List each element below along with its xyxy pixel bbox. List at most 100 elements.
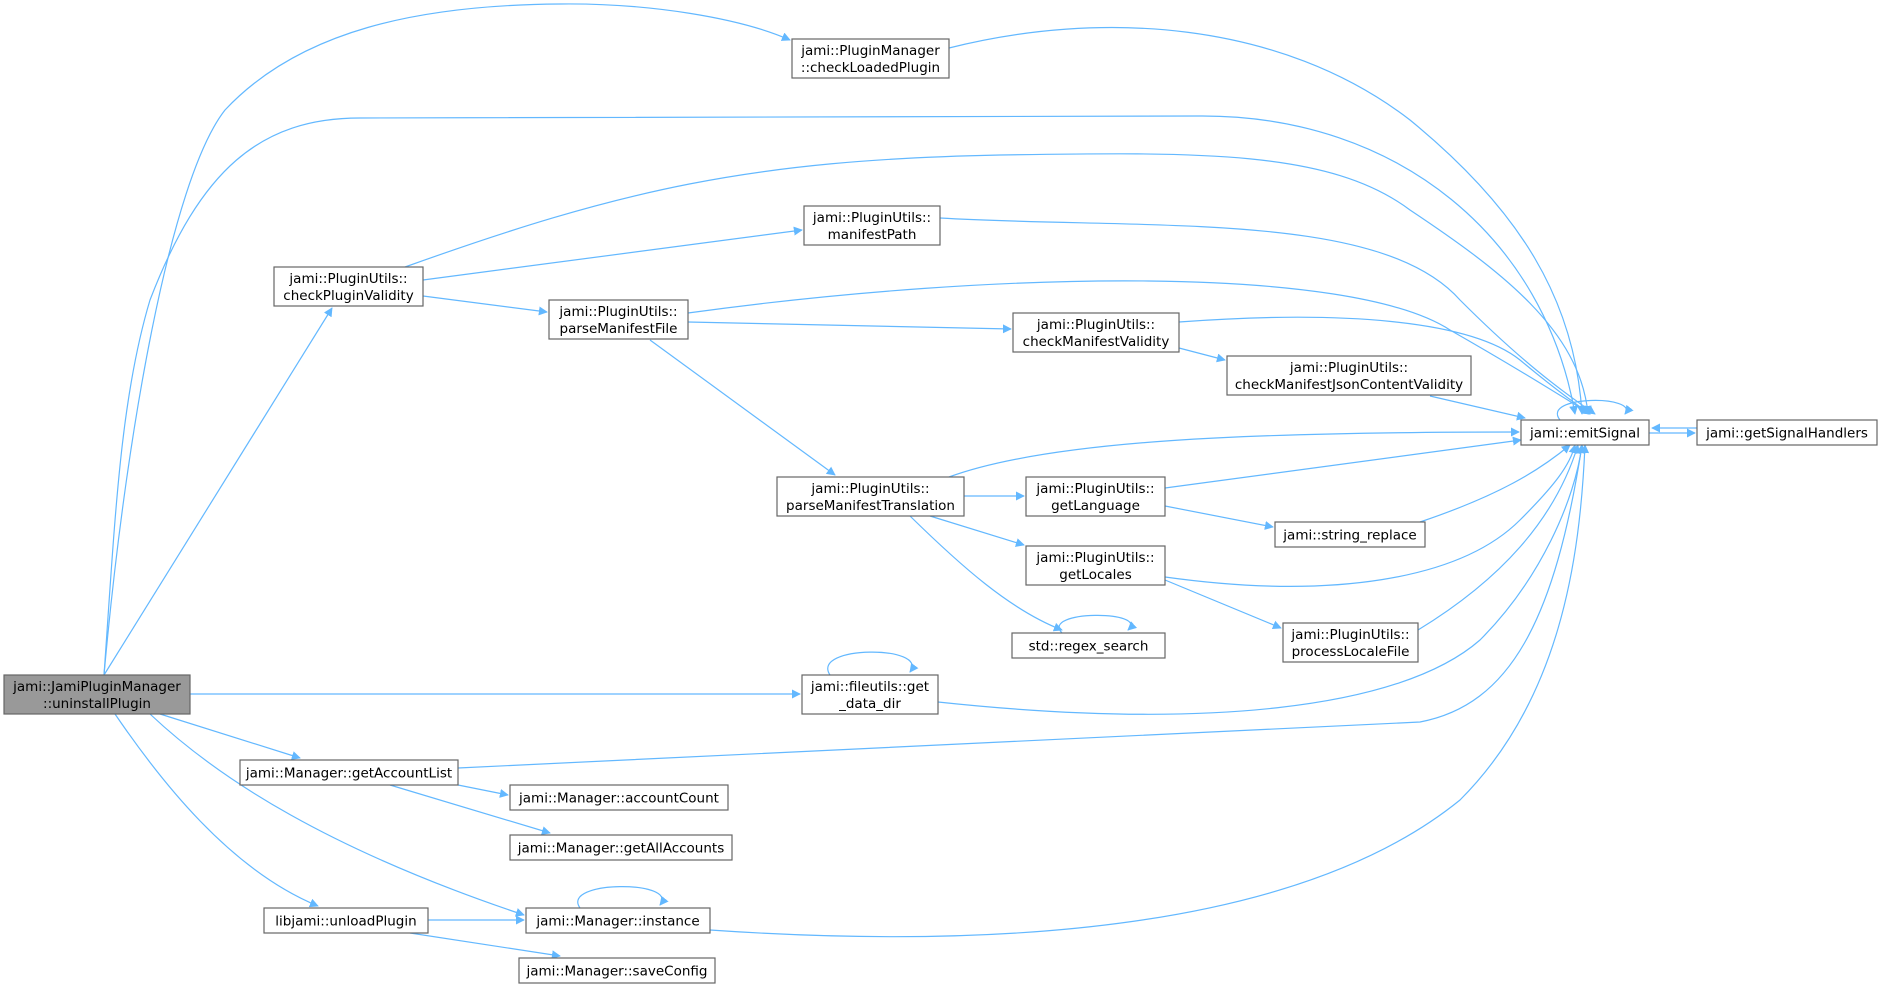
- node-label: parseManifestFile: [560, 321, 678, 337]
- node-label: jami::PluginUtils::: [1290, 627, 1409, 643]
- edge-path: [404, 153, 1592, 415]
- edge-path: [1058, 614, 1138, 634]
- node-emitSignal[interactable]: jami::emitSignal: [1520, 419, 1650, 446]
- edge-uninstallPlugin-to-checkLoadedPlugin: [103, 3, 791, 676]
- edge-checkPluginValidity-to-manifestPath: [422, 226, 803, 281]
- node-label: jami::PluginManager: [800, 43, 940, 59]
- edge-path: [948, 26, 1586, 415]
- node-box: [1011, 632, 1166, 659]
- node-label: jami::Manager::accountCount: [518, 791, 719, 807]
- edge-parseManifestFile-to-parseManifestTranslation: [649, 339, 836, 476]
- edge-path: [1419, 444, 1571, 523]
- edge-path: [159, 713, 301, 760]
- node-getLocales[interactable]: jami::PluginUtils::getLocales: [1025, 545, 1166, 586]
- edges-layer: [103, 3, 1697, 960]
- edge-emitSignal-to-emitSignal: [1556, 399, 1634, 421]
- edge-regex_search-to-regex_search: [1058, 614, 1138, 634]
- edge-path: [827, 651, 919, 676]
- edge-parseManifestTranslation-to-emitSignal: [948, 427, 1520, 478]
- node-box: [263, 907, 429, 934]
- edge-instance-to-instance: [577, 886, 669, 909]
- node-parseManifestFile[interactable]: jami::PluginUtils::parseManifestFile: [548, 299, 689, 340]
- edge-uninstallPlugin-to-getAccountList: [159, 713, 301, 760]
- node-label: jami::getSignalHandlers: [1705, 426, 1868, 442]
- node-parseManifestTranslation[interactable]: jami::PluginUtils::parseManifestTranslat…: [776, 476, 965, 517]
- node-checkLoadedPlugin[interactable]: jami::PluginManager::checkLoadedPlugin: [791, 38, 950, 79]
- edge-checkPluginValidity-to-emitSignal: [404, 153, 1592, 415]
- edge-path: [939, 217, 1596, 415]
- edge-getLanguage-to-emitSignal: [1164, 436, 1522, 489]
- edge-path: [457, 444, 1586, 769]
- edge-uninstallPlugin-to-unloadPlugin: [114, 713, 319, 908]
- edge-path: [1164, 579, 1282, 630]
- node-checkPluginValidity[interactable]: jami::PluginUtils::checkPluginValidity: [273, 266, 424, 307]
- node-box: [1025, 476, 1166, 517]
- node-box: [509, 784, 729, 811]
- node-box: [3, 674, 191, 715]
- node-label: jami::Manager::getAccountList: [245, 766, 452, 782]
- node-string_replace[interactable]: jami::string_replace: [1274, 521, 1426, 548]
- node-processLocaleFile[interactable]: jami::PluginUtils::processLocaleFile: [1282, 622, 1419, 663]
- edge-path: [103, 115, 1579, 676]
- node-label: checkPluginValidity: [283, 288, 413, 304]
- node-saveConfig[interactable]: jami::Manager::saveConfig: [518, 957, 716, 984]
- edge-path: [1417, 444, 1580, 631]
- node-box: [509, 834, 733, 861]
- node-box: [791, 38, 950, 79]
- nodes-layer: jami::JamiPluginManager::uninstallPlugin…: [3, 38, 1878, 984]
- node-label: manifestPath: [828, 227, 917, 243]
- node-label: checkManifestJsonContentValidity: [1235, 377, 1463, 393]
- node-box: [776, 476, 965, 517]
- edge-path: [687, 321, 1012, 334]
- node-label: ::uninstallPlugin: [43, 696, 151, 712]
- edge-path: [909, 515, 1063, 632]
- edge-getLanguage-to-string_replace: [1164, 505, 1274, 530]
- node-label: jami::emitSignal: [1529, 426, 1640, 442]
- node-label: jami::JamiPluginManager: [12, 679, 181, 695]
- edge-getAccountList-to-getAllAccounts: [389, 784, 551, 835]
- edge-parseManifestFile-to-checkManifestValidity: [687, 321, 1012, 334]
- node-manifestPath[interactable]: jami::PluginUtils::manifestPath: [803, 205, 941, 246]
- node-label: processLocaleFile: [1292, 644, 1410, 660]
- node-unloadPlugin[interactable]: libjami::unloadPlugin: [263, 907, 429, 934]
- node-box: [1226, 355, 1472, 396]
- edge-getLocales-to-emitSignal: [1164, 444, 1578, 587]
- node-getLanguage[interactable]: jami::PluginUtils::getLanguage: [1025, 476, 1166, 517]
- edge-path: [937, 444, 1586, 715]
- node-checkManifestJsonContentValidity[interactable]: jami::PluginUtils::checkManifestJsonCont…: [1226, 355, 1472, 396]
- node-instance[interactable]: jami::Manager::instance: [525, 907, 711, 934]
- node-get_data_dir[interactable]: jami::fileutils::get_data_dir: [801, 674, 939, 715]
- node-label: parseManifestTranslation: [786, 498, 955, 514]
- edge-manifestPath-to-emitSignal: [939, 217, 1596, 415]
- node-getAccountList[interactable]: jami::Manager::getAccountList: [239, 759, 459, 786]
- node-checkManifestValidity[interactable]: jami::PluginUtils::checkManifestValidity: [1012, 312, 1180, 353]
- node-uninstallPlugin[interactable]: jami::JamiPluginManager::uninstallPlugin: [3, 674, 191, 715]
- edge-getAccountList-to-emitSignal: [457, 444, 1586, 769]
- edge-path: [149, 713, 525, 917]
- node-label: jami::PluginUtils::: [812, 210, 931, 226]
- node-box: [273, 266, 424, 307]
- edge-checkLoadedPlugin-to-emitSignal: [948, 26, 1586, 415]
- edge-get_data_dir-to-emitSignal: [937, 444, 1586, 715]
- edge-processLocaleFile-to-emitSignal: [1417, 444, 1580, 631]
- node-getAllAccounts[interactable]: jami::Manager::getAllAccounts: [509, 834, 733, 861]
- edge-uninstallPlugin-to-instance: [149, 713, 525, 917]
- node-accountCount[interactable]: jami::Manager::accountCount: [509, 784, 729, 811]
- node-box: [1696, 419, 1878, 446]
- node-label: _data_dir: [838, 696, 901, 712]
- node-label: jami::PluginUtils::: [1035, 481, 1154, 497]
- edge-path: [457, 784, 509, 798]
- node-label: jami::Manager::getAllAccounts: [517, 841, 725, 857]
- edge-path: [1429, 395, 1526, 421]
- node-box: [801, 674, 939, 715]
- node-box: [1274, 521, 1426, 548]
- node-getSignalHandlers[interactable]: jami::getSignalHandlers: [1696, 419, 1878, 446]
- node-box: [518, 957, 716, 984]
- node-regex_search[interactable]: std::regex_search: [1011, 632, 1166, 659]
- edge-path: [389, 784, 551, 835]
- node-box: [239, 759, 459, 786]
- edge-path: [1164, 444, 1578, 587]
- edge-path: [687, 280, 1591, 415]
- node-box: [1025, 545, 1166, 586]
- node-label: jami::PluginUtils::: [1289, 360, 1408, 376]
